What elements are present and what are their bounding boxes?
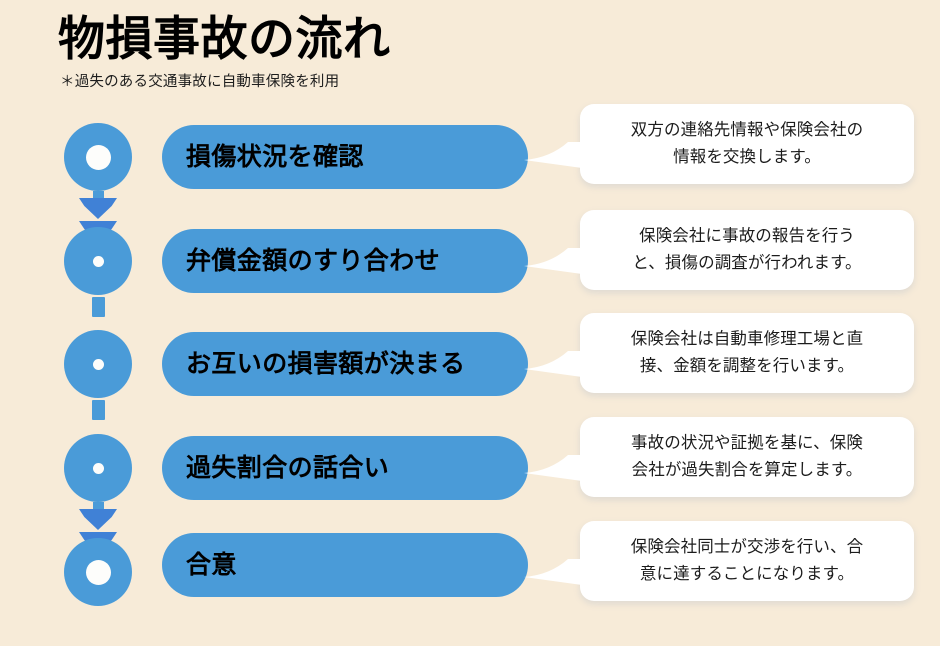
bubble-tail-icon xyxy=(524,248,582,275)
step-marker-dot xyxy=(92,462,104,474)
bubble-tail-icon xyxy=(524,351,582,378)
step-label-3: お互いの損害額が決まる xyxy=(186,349,466,378)
step-marker-2 xyxy=(64,227,132,295)
step-note-text-4: 事故の状況や証拠を基に、保険 会社が過失割合を算定します。 xyxy=(631,434,863,479)
step-note-bubble-1: 双方の連絡先情報や保険会社の 情報を交換します。 xyxy=(524,104,914,185)
step-pill-5[interactable]: 合意 xyxy=(162,533,528,597)
step-label-2: 弁償金額のすり合わせ xyxy=(186,246,441,275)
chevron-down-icon xyxy=(79,509,117,530)
bubble-tail-icon xyxy=(524,455,582,482)
step-note-bubble-4: 事故の状況や証拠を基に、保険 会社が過失割合を算定します。 xyxy=(524,417,914,498)
page-title: 物損事故の流れ xyxy=(58,12,391,65)
step-pill-3[interactable]: お互いの損害額が決まる xyxy=(162,332,528,396)
step-note-text-5: 保険会社同士が交渉を行い、合 意に達することになります。 xyxy=(630,538,864,583)
step-note-bubble-3: 保険会社は自動車修理工場と直 接、金額を調整を行います。 xyxy=(524,313,914,394)
step-label-5: 合意 xyxy=(186,550,237,579)
step-marker-dot xyxy=(85,144,111,170)
chevron-down-icon xyxy=(79,198,117,219)
step-label-4: 過失割合の話合い xyxy=(186,453,390,482)
step-marker-dot xyxy=(85,559,111,585)
step-pill-2[interactable]: 弁償金額のすり合わせ xyxy=(162,229,528,293)
step-marker-3 xyxy=(64,330,132,398)
dash-segment xyxy=(91,297,105,317)
step-note-text-3: 保険会社は自動車修理工場と直 接、金額を調整を行います。 xyxy=(630,330,864,375)
step-marker-dot xyxy=(92,358,104,370)
dash-segment xyxy=(91,400,105,420)
step-note-bubble-2: 保険会社に事故の報告を行う と、損傷の調査が行われます。 xyxy=(524,210,914,291)
bubble-tail-icon xyxy=(524,559,582,586)
page-subtitle: ＊過失のある交通事故に自動車保険を利用 xyxy=(60,73,340,90)
step-note-text-2: 保険会社に事故の報告を行う と、損傷の調査が行われます。 xyxy=(632,227,862,272)
step-marker-dot xyxy=(92,255,104,267)
step-marker-5 xyxy=(64,538,132,606)
connector-stem xyxy=(92,191,104,198)
step-pill-4[interactable]: 過失割合の話合い xyxy=(162,436,528,500)
step-pill-1[interactable]: 損傷状況を確認 xyxy=(162,125,528,189)
connector-stem xyxy=(92,502,104,509)
bubble-tail-icon xyxy=(524,142,582,169)
step-label-1: 損傷状況を確認 xyxy=(186,142,364,171)
step-note-text-1: 双方の連絡先情報や保険会社の 情報を交換します。 xyxy=(630,121,864,166)
step-marker-1 xyxy=(64,123,132,191)
step-note-bubble-5: 保険会社同士が交渉を行い、合 意に達することになります。 xyxy=(524,521,914,602)
step-marker-4 xyxy=(64,434,132,502)
header: 物損事故の流れ ＊過失のある交通事故に自動車保険を利用 xyxy=(58,12,678,91)
